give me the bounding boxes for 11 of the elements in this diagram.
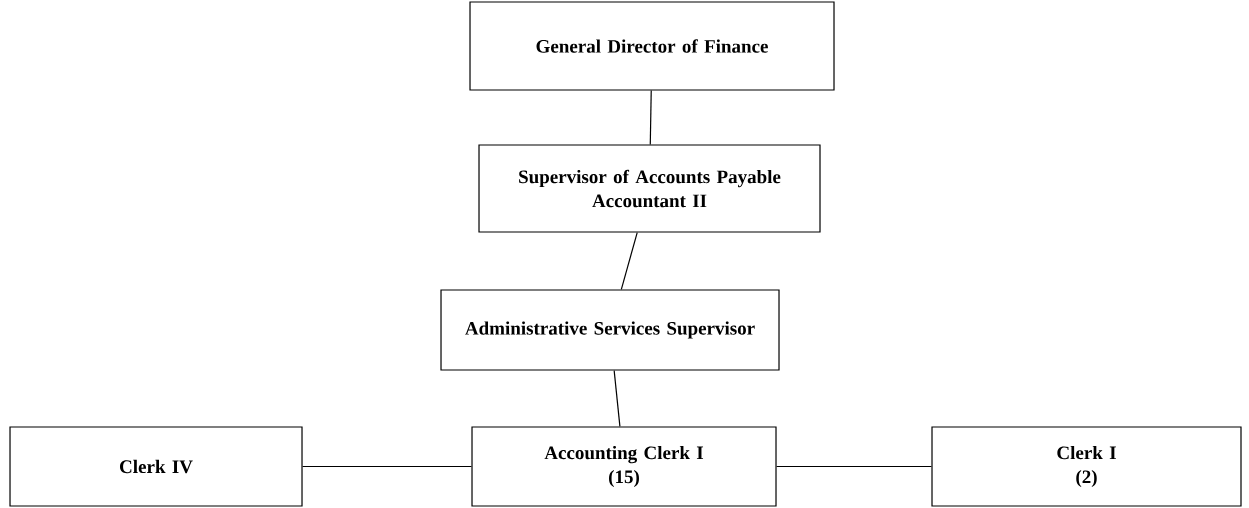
position-box: Supervisor of Accounts Payable Accountant II <box>478 144 821 233</box>
position-box: Accounting Clerk I (15) <box>471 426 777 507</box>
position-box: Clerk IV <box>9 426 303 507</box>
connector-line <box>613 370 621 427</box>
position-box: Administrative Services Supervisor <box>440 289 780 371</box>
connector-line <box>649 90 652 145</box>
connector-line <box>776 465 932 468</box>
connector-line <box>302 465 472 468</box>
connector-line <box>620 232 638 290</box>
position-box: Clerk I (2) <box>931 426 1242 507</box>
position-box: General Director of Finance <box>469 1 835 91</box>
